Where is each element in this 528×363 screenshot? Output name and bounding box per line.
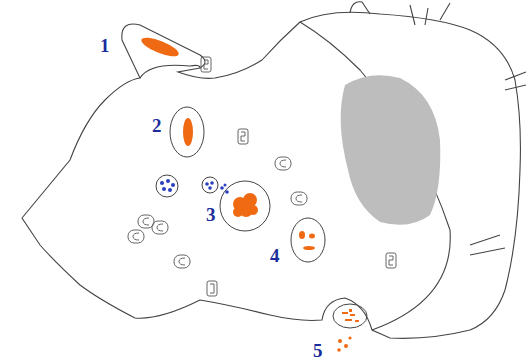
exocytic-vesicle	[333, 304, 367, 328]
callout-number: 2	[152, 116, 162, 135]
mitochondrion	[138, 215, 154, 228]
lysosome	[156, 175, 178, 197]
membrane-protrusion	[410, 3, 450, 25]
phagolysosome	[220, 181, 270, 231]
phagosome	[170, 107, 204, 157]
nucleus	[341, 75, 441, 225]
particle-fragments	[299, 231, 315, 250]
mitochondrion	[291, 192, 307, 205]
organelle-symbol	[238, 129, 248, 144]
organelle-symbol	[386, 253, 396, 268]
enzyme-dots	[205, 181, 229, 194]
pseudopod	[140, 65, 200, 78]
mitochondrion	[152, 221, 168, 234]
callout-number: 5	[313, 341, 323, 360]
callout-number: 1	[100, 36, 110, 55]
mitochondrion	[275, 216, 289, 228]
cell-membrane	[22, 12, 520, 338]
residual-body	[291, 218, 325, 262]
mitochondrion	[275, 157, 291, 170]
organelle-symbol	[207, 281, 217, 296]
organelle-symbol	[201, 57, 211, 72]
mitochondrion	[128, 230, 144, 243]
callout-number: 3	[206, 205, 216, 224]
membrane-protrusion	[470, 72, 526, 255]
neighbour-cell-border	[300, 22, 450, 330]
mitochondrion	[174, 255, 190, 268]
particle	[233, 193, 258, 217]
particle	[139, 34, 181, 60]
particle	[183, 118, 193, 146]
membrane-protrusion	[350, 2, 370, 14]
particle-fragments	[337, 309, 359, 352]
enzyme-dots	[160, 179, 175, 192]
callout-number: 4	[270, 246, 280, 265]
lysosome	[202, 177, 218, 193]
